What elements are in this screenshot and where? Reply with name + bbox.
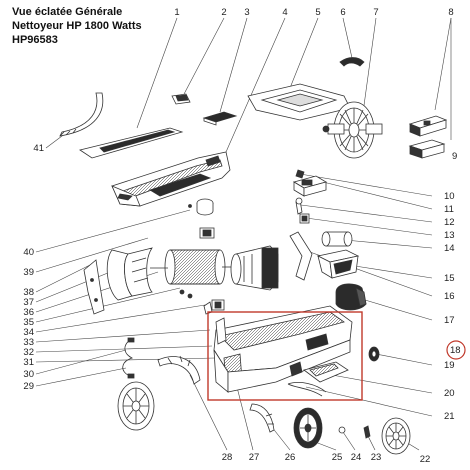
callout-32: 32 bbox=[23, 347, 34, 358]
callout-15: 15 bbox=[444, 273, 455, 284]
part-small-screws bbox=[179, 289, 213, 315]
callout-39: 39 bbox=[23, 267, 34, 278]
callout-6: 6 bbox=[340, 7, 345, 18]
part-12-screw bbox=[295, 197, 303, 215]
callout-17: 17 bbox=[444, 315, 455, 326]
part-5-upper-housing bbox=[247, 83, 351, 121]
callout-34: 34 bbox=[23, 327, 34, 338]
part-8-bracket bbox=[408, 115, 448, 137]
part-27-arm bbox=[249, 403, 275, 433]
callout-numbers: 1 2 3 4 5 6 7 8 9 10 11 12 13 14 15 16 1… bbox=[23, 7, 460, 465]
callout-24: 24 bbox=[351, 452, 362, 463]
part-6-clip bbox=[339, 57, 365, 67]
part-40-cap bbox=[188, 198, 214, 216]
callout-28: 28 bbox=[222, 452, 233, 463]
part-41-curved-strap bbox=[59, 92, 104, 137]
highlight-box-part-18 bbox=[207, 311, 363, 401]
callout-22: 22 bbox=[420, 454, 431, 465]
part-20-plate bbox=[303, 361, 349, 383]
part-7-hose-reel bbox=[322, 101, 383, 159]
leader-lines bbox=[35, 17, 452, 451]
part-18-base-housing bbox=[213, 305, 353, 393]
part-13-nut bbox=[299, 213, 310, 224]
callout-31: 31 bbox=[23, 357, 34, 368]
callout-35: 35 bbox=[23, 317, 34, 328]
part-16-plate bbox=[289, 231, 313, 281]
callout-29: 29 bbox=[23, 381, 34, 392]
callout-19: 19 bbox=[444, 360, 455, 371]
diagram-title: Vue éclatée Générale bbox=[12, 6, 123, 18]
part-28-side-panel bbox=[157, 355, 201, 385]
callout-10: 10 bbox=[444, 191, 455, 202]
callout-38: 38 bbox=[23, 287, 34, 298]
part-30-cable bbox=[122, 337, 135, 379]
callout-18: 18 bbox=[450, 345, 461, 356]
part-11-switch bbox=[292, 175, 328, 197]
callout-3: 3 bbox=[244, 7, 249, 18]
part-15-box bbox=[316, 249, 360, 279]
callout-16: 16 bbox=[444, 291, 455, 302]
part-39-bracket bbox=[83, 259, 105, 315]
callout-4: 4 bbox=[282, 7, 287, 18]
callout-8: 8 bbox=[448, 7, 453, 18]
part-21-hose bbox=[287, 382, 327, 397]
callout-7: 7 bbox=[373, 7, 378, 18]
callout-11: 11 bbox=[444, 204, 454, 215]
callout-40: 40 bbox=[23, 247, 34, 258]
callout-23: 23 bbox=[371, 452, 382, 463]
callout-26: 26 bbox=[285, 452, 296, 463]
part-4-main-body bbox=[111, 151, 231, 207]
part-3-slider bbox=[202, 111, 238, 126]
part-motor-stator bbox=[230, 245, 279, 291]
part-29-wheel bbox=[117, 381, 155, 431]
part-1-top-cover bbox=[79, 127, 184, 159]
callout-9: 9 bbox=[452, 151, 457, 162]
callout-36: 36 bbox=[23, 307, 34, 318]
callout-27: 27 bbox=[249, 452, 260, 463]
part-22-wheel bbox=[381, 417, 411, 455]
callout-30: 30 bbox=[23, 369, 34, 380]
part-23-screw bbox=[363, 425, 371, 439]
callout-2: 2 bbox=[221, 7, 226, 18]
part-10-pin bbox=[295, 169, 305, 179]
callout-20: 20 bbox=[444, 388, 455, 399]
callout-41: 41 bbox=[33, 143, 44, 154]
callout-13: 13 bbox=[444, 230, 455, 241]
callout-14: 14 bbox=[444, 243, 455, 254]
part-9-bracket bbox=[408, 139, 446, 159]
callout-25: 25 bbox=[332, 452, 343, 463]
part-2-knob bbox=[171, 93, 191, 105]
part-14-cylinder bbox=[321, 231, 353, 247]
part-19-ring bbox=[368, 346, 380, 362]
callout-1: 1 bbox=[174, 7, 179, 18]
part-25-washer bbox=[338, 426, 346, 434]
callout-5: 5 bbox=[315, 7, 320, 18]
part-motor-rotor bbox=[150, 249, 236, 285]
part-26-wheel bbox=[293, 407, 323, 449]
diagram-subtitle: Nettoyeur HP 1800 Watts bbox=[12, 20, 142, 32]
callout-21: 21 bbox=[444, 411, 455, 422]
part-17-cover bbox=[335, 283, 367, 311]
callout-33: 33 bbox=[23, 337, 34, 348]
highlight-circle-label-18 bbox=[446, 340, 466, 360]
callout-37: 37 bbox=[23, 297, 34, 308]
part-36-brush-holder bbox=[199, 227, 225, 311]
callout-12: 12 bbox=[444, 217, 455, 228]
model-reference: HP96583 bbox=[12, 34, 58, 46]
part-motor-end-cap bbox=[106, 247, 153, 301]
